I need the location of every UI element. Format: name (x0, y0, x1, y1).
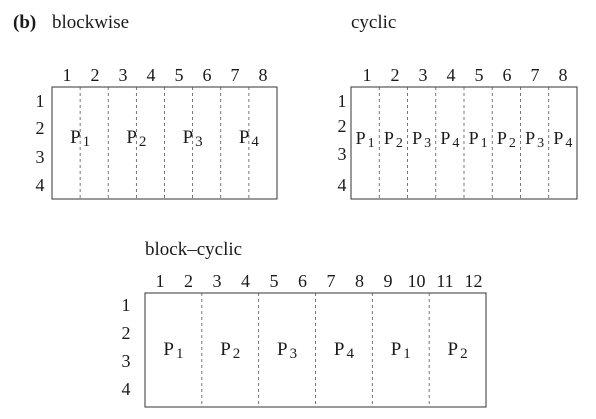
cyclic-col-number: 5 (475, 65, 484, 85)
block_cyclic-row-number: 3 (122, 351, 131, 371)
blockwise-row-number: 4 (36, 175, 45, 195)
block_cyclic-row-number: 4 (122, 379, 131, 399)
blockwise-row-number: 3 (36, 147, 45, 167)
cyclic-row-number: 2 (338, 116, 347, 136)
blockwise-col-number: 7 (231, 65, 240, 85)
block_cyclic-col-number: 6 (298, 271, 307, 291)
block-cyclic-title: block–cyclic (145, 239, 243, 260)
block_cyclic-col-number: 5 (270, 271, 279, 291)
block_cyclic-col-number: 4 (241, 271, 250, 291)
cyclic-col-number: 2 (391, 65, 400, 85)
blockwise-col-number: 3 (119, 65, 128, 85)
block_cyclic-col-number: 8 (355, 271, 364, 291)
block_cyclic-col-number: 11 (436, 271, 453, 291)
cyclic-col-number: 4 (447, 65, 456, 85)
blockwise-row-number: 1 (36, 91, 45, 111)
cyclic-row-number: 1 (338, 91, 347, 111)
cyclic-col-number: 8 (559, 65, 568, 85)
cyclic-title: cyclic (351, 12, 397, 33)
block_cyclic-col-number: 9 (384, 271, 393, 291)
cyclic-col-number: 7 (531, 65, 540, 85)
blockwise-col-number: 5 (175, 65, 184, 85)
cyclic-row-number: 3 (338, 144, 347, 164)
blockwise-col-number: 4 (147, 65, 156, 85)
block_cyclic-row-number: 1 (122, 295, 131, 315)
block_cyclic-col-number: 2 (184, 271, 193, 291)
blockwise-col-number: 1 (63, 65, 72, 85)
blockwise-col-number: 6 (203, 65, 212, 85)
cyclic-col-number: 1 (363, 65, 372, 85)
block_cyclic-col-number: 10 (408, 271, 426, 291)
cyclic-col-number: 6 (503, 65, 512, 85)
blockwise-col-number: 8 (259, 65, 268, 85)
block_cyclic-col-number: 12 (465, 271, 483, 291)
block_cyclic-col-number: 3 (213, 271, 222, 291)
block_cyclic-col-number: 7 (327, 271, 336, 291)
block_cyclic-col-number: 1 (156, 271, 165, 291)
blockwise-row-number: 2 (36, 118, 45, 138)
blockwise-col-number: 2 (91, 65, 100, 85)
blockwise-title: blockwise (52, 12, 130, 33)
figure-label: (b) (13, 12, 37, 33)
block_cyclic-row-number: 2 (122, 323, 131, 343)
cyclic-row-number: 4 (338, 175, 347, 195)
cyclic-col-number: 3 (419, 65, 428, 85)
